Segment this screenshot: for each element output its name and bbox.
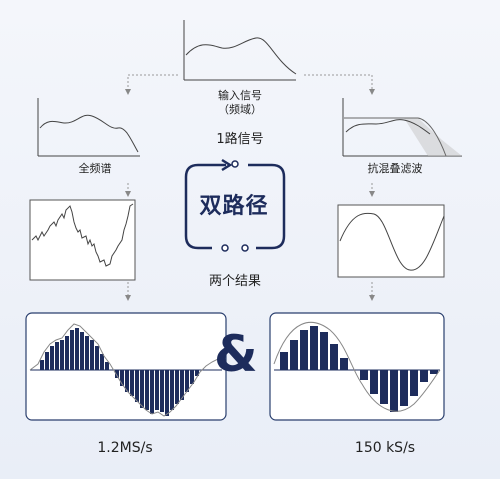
arrow-input-left bbox=[125, 74, 178, 95]
right-time-signal-box bbox=[337, 204, 445, 278]
left-time-signal-box bbox=[29, 199, 136, 281]
right-sample-rate: 150 kS/s bbox=[354, 440, 416, 456]
two-results-label: 两个结果 bbox=[208, 274, 261, 289]
dual-path-title: 双路径 bbox=[199, 194, 269, 219]
antialias-filter-label: 抗混叠滤波 bbox=[367, 162, 423, 175]
input-title-line1: 输入信号 bbox=[218, 89, 262, 102]
input-title-line2: （频域） bbox=[218, 103, 262, 116]
dual-path-bracket bbox=[184, 158, 286, 252]
ampersand-symbol: & bbox=[214, 325, 258, 383]
arrow-input-right bbox=[304, 74, 375, 95]
input-signal-label: 输入信号 （频域） bbox=[200, 89, 280, 117]
left-sample-rate: 1.2MS/s bbox=[97, 440, 153, 456]
antialias-filter-graph bbox=[342, 98, 462, 157]
full-spectrum-graph bbox=[37, 98, 140, 157]
one-path-label: 1路信号 bbox=[216, 132, 264, 147]
input-spectrum-graph bbox=[183, 20, 297, 81]
left-sampled-result-box bbox=[25, 312, 227, 421]
full-spectrum-label: 全频谱 bbox=[78, 162, 112, 175]
right-sampled-result-box bbox=[269, 312, 445, 421]
